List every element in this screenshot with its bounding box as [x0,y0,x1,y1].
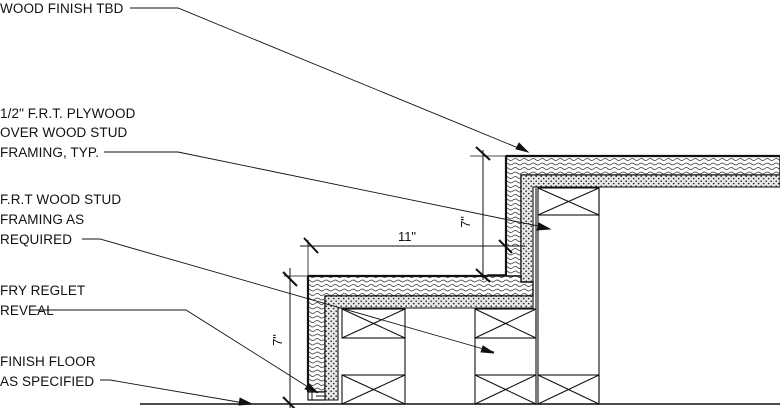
lower-plywood-layer [324,295,534,401]
dim-lower-riser-label: 7" [270,334,285,346]
dimension-tread-depth: 11" [300,229,525,276]
svg-text:REQUIRED: REQUIRED [0,232,72,247]
svg-text:WOOD FINISH TBD: WOOD FINISH TBD [0,1,124,16]
dim-tread-depth-label: 11" [398,229,416,244]
svg-text:REVEAL: REVEAL [0,303,54,318]
leader-lines [36,7,552,406]
svg-text:1/2" F.R.T. PLYWOOD: 1/2" F.R.T. PLYWOOD [0,106,136,121]
svg-text:FRAMING AS: FRAMING AS [0,212,84,227]
svg-text:FRAMING, TYP.: FRAMING, TYP. [0,145,99,160]
note-reglet: FRY REGLET REVEAL [0,283,85,318]
dim-upper-riser-label: 7" [458,216,473,228]
note-plywood: 1/2" F.R.T. PLYWOOD OVER WOOD STUD FRAMI… [0,106,136,160]
svg-text:FINISH FLOOR: FINISH FLOOR [0,354,96,369]
svg-text:F.R.T WOOD STUD: F.R.T WOOD STUD [0,192,121,207]
note-stud-framing: F.R.T WOOD STUD FRAMING AS REQUIRED [0,192,121,247]
dimension-lower-riser: 7" [270,268,308,408]
note-finish-floor: FINISH FLOOR AS SPECIFIED [0,354,96,389]
stud-framing [341,187,600,405]
svg-text:FRY REGLET: FRY REGLET [0,283,85,298]
svg-text:OVER WOOD STUD: OVER WOOD STUD [0,125,128,140]
svg-text:AS SPECIFIED: AS SPECIFIED [0,374,94,389]
reglet-reveal [307,391,326,401]
upper-plywood-layer [520,174,780,283]
note-wood-finish: WOOD FINISH TBD [0,1,124,16]
